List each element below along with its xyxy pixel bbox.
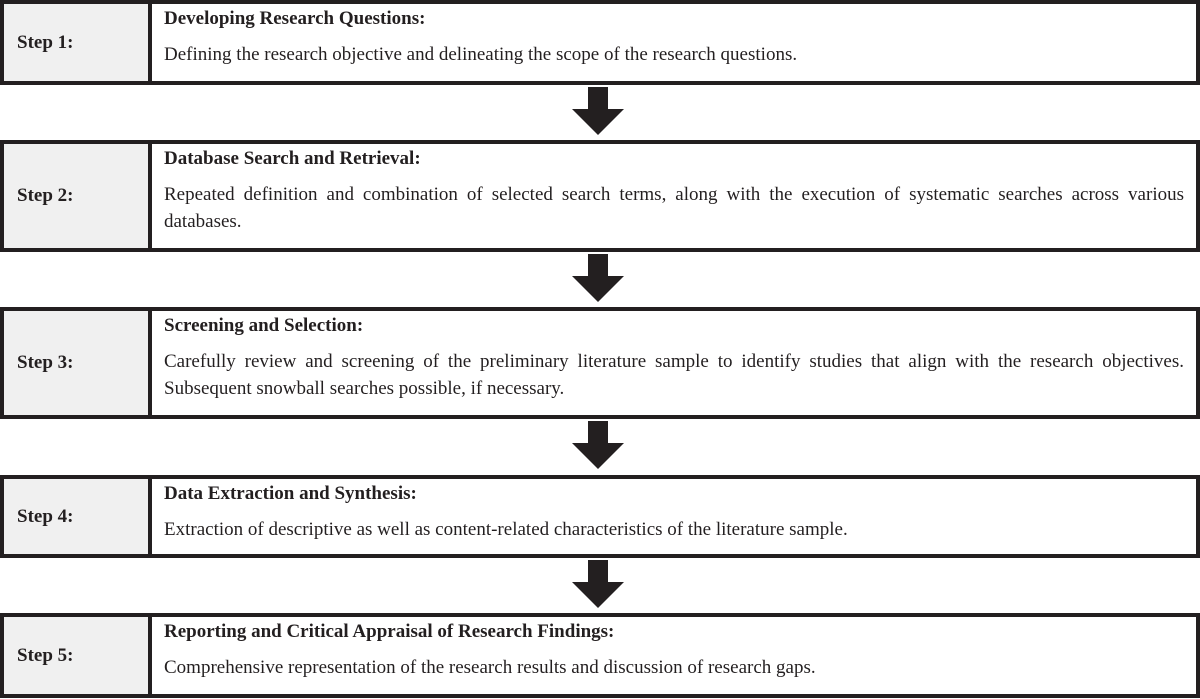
step-4-title: Data Extraction and Synthesis: <box>164 483 417 504</box>
step-1-box: Step 1: Developing Research Questions: D… <box>0 0 1200 85</box>
step-1-title: Developing Research Questions: <box>164 8 426 29</box>
down-arrow-icon <box>572 421 624 469</box>
step-2-description: Repeated definition and combination of s… <box>164 184 1184 232</box>
step-3-description: Carefully review and screening of the pr… <box>164 351 1184 399</box>
step-2-box: Step 2: Database Search and Retrieval: R… <box>0 140 1200 252</box>
step-5-box: Step 5: Reporting and Critical Appraisal… <box>0 613 1200 698</box>
down-arrow-icon <box>572 560 624 608</box>
step-2-title: Database Search and Retrieval: <box>164 148 421 169</box>
step-4-body: Data Extraction and Synthesis: Extractio… <box>152 479 1196 554</box>
step-3-title: Screening and Selection: <box>164 315 364 336</box>
down-arrow-icon <box>572 87 624 135</box>
step-5-description: Comprehensive representation of the rese… <box>164 657 816 678</box>
step-4-box: Step 4: Data Extraction and Synthesis: E… <box>0 475 1200 558</box>
step-2-label: Step 2: <box>4 144 152 248</box>
step-5-body: Reporting and Critical Appraisal of Rese… <box>152 617 1196 694</box>
step-4-description: Extraction of descriptive as well as con… <box>164 519 848 540</box>
step-3-label: Step 3: <box>4 311 152 415</box>
step-4-label: Step 4: <box>4 479 152 554</box>
step-2-body: Database Search and Retrieval: Repeated … <box>152 144 1196 248</box>
step-3-box: Step 3: Screening and Selection: Careful… <box>0 307 1200 419</box>
step-5-label: Step 5: <box>4 617 152 694</box>
step-1-description: Defining the research objective and deli… <box>164 44 798 65</box>
down-arrow-icon <box>572 254 624 302</box>
step-3-body: Screening and Selection: Carefully revie… <box>152 311 1196 415</box>
step-1-label: Step 1: <box>4 4 152 81</box>
step-1-body: Developing Research Questions: Defining … <box>152 4 1196 81</box>
step-5-title: Reporting and Critical Appraisal of Rese… <box>164 621 615 642</box>
